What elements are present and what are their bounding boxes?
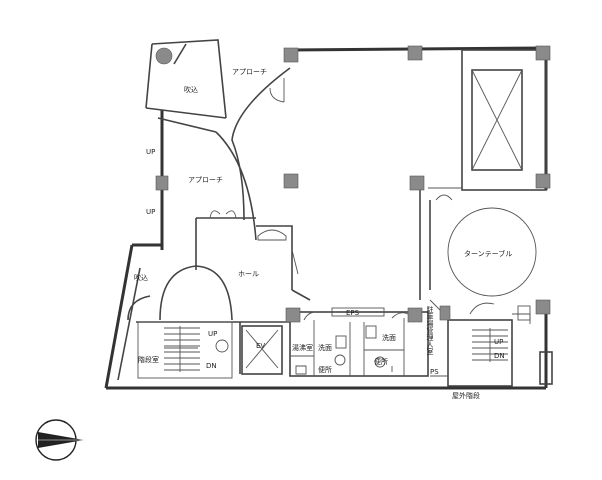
label-fire-stair: 屋外階段 [452, 391, 480, 400]
left-stair [127, 265, 233, 379]
elevator [241, 325, 283, 375]
column [409, 175, 425, 191]
column [283, 173, 299, 189]
label-stair-right-dn: DN [494, 352, 505, 360]
label-approach-top: アプローチ [232, 68, 267, 76]
column [439, 305, 451, 321]
label-eps: EPS [346, 309, 360, 317]
label-approach-mid: アプローチ [188, 176, 223, 184]
label-stair-dn: DN [206, 362, 217, 370]
column [285, 307, 301, 323]
label-wash-2: 洗面 [382, 333, 396, 342]
label-hall: ホール [238, 270, 259, 278]
label-toilet-1: 便所 [318, 365, 332, 374]
label-stair-main: 階段室 [138, 355, 159, 364]
label-stair-right-up: UP [494, 338, 503, 346]
label-stair-up: UP [208, 330, 217, 338]
room-labels: 吹込 アプローチ アプローチ ホール ターンテーブル UP UP 吹込 階段室 … [134, 68, 512, 400]
label-fukikomi-top: 吹込 [184, 85, 198, 94]
column [535, 299, 551, 315]
column [155, 47, 173, 65]
label-turntable: ターンテーブル [464, 249, 512, 258]
label-up-1: UP [146, 148, 155, 156]
column [283, 47, 299, 63]
column [407, 45, 423, 61]
label-ev: EV [256, 342, 265, 350]
label-up-2: UP [146, 208, 155, 216]
column [155, 175, 169, 191]
approach-walls [215, 67, 291, 241]
label-fukikomi-left: 吹込 [134, 273, 148, 282]
column [535, 173, 551, 189]
column [535, 45, 551, 61]
column [407, 307, 423, 323]
north-arrow [35, 419, 84, 461]
label-ps: PS [430, 368, 439, 376]
turntable-circle [447, 207, 537, 297]
label-parking-entrance: 駐車場管理人室 [426, 305, 434, 355]
columns [155, 45, 551, 323]
shaft-top-right [428, 49, 547, 201]
label-toilet-2: 便所 [374, 357, 388, 366]
label-kitchen: 湯沸室 [292, 343, 313, 352]
label-wash-1: 洗面 [318, 343, 332, 352]
service-block [289, 307, 429, 377]
